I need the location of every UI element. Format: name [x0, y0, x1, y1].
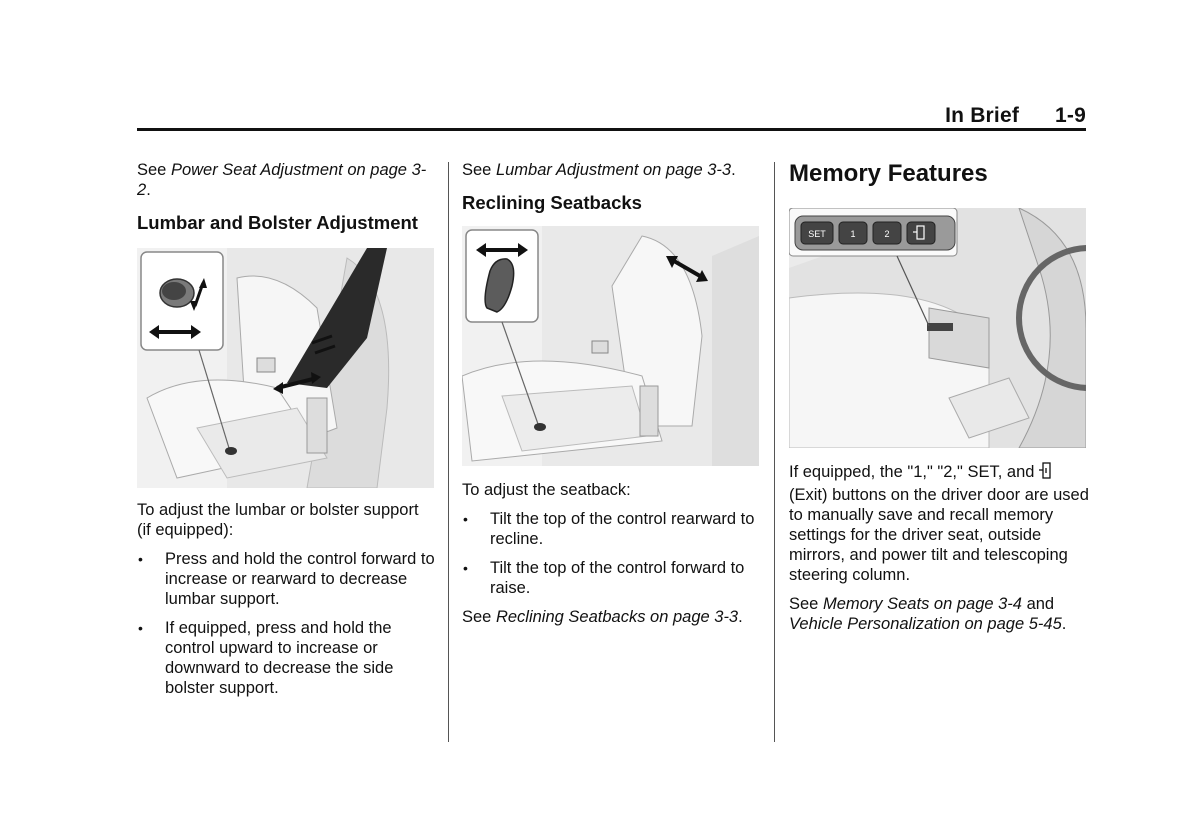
- cross-reference-link[interactable]: Lumbar Adjustment on page 3-3: [495, 161, 732, 179]
- exit-icon: [1039, 462, 1051, 485]
- column-lumbar: See Power Seat Adjustment on page 3-2. L…: [137, 160, 435, 707]
- section-heading: Reclining Seatbacks: [462, 192, 642, 213]
- page-header: In Brief 1-9: [137, 98, 1086, 130]
- bullet-icon: •: [138, 620, 143, 636]
- instruction-intro: To adjust the lumbar or bolster support …: [137, 501, 419, 539]
- cross-reference-link[interactable]: Vehicle Personalization on page 5-45: [789, 615, 1062, 633]
- exit-icon: [913, 225, 925, 240]
- cross-reference-link[interactable]: Memory Seats on page 3-4: [822, 595, 1022, 613]
- page-number: 1-9: [1055, 104, 1086, 127]
- section-heading: Memory Features: [789, 160, 988, 187]
- cross-reference-link[interactable]: Reclining Seatbacks on page 3-3: [495, 608, 739, 626]
- memory-2-button-label: 2: [884, 229, 889, 239]
- column-divider-2: [774, 162, 775, 742]
- column-reclining: See Lumbar Adjustment on page 3-3. Recli…: [462, 160, 762, 636]
- see-reference: See Power Seat Adjustment on page 3-2.: [137, 161, 427, 199]
- section-title: In Brief: [945, 104, 1020, 127]
- memory-1-button-label: 1: [850, 229, 855, 239]
- see-reference: See Reclining Seatbacks on page 3-3.: [462, 608, 743, 626]
- see-reference: See Lumbar Adjustment on page 3-3.: [462, 161, 736, 179]
- list-item: •If equipped, press and hold the control…: [138, 619, 394, 697]
- see-reference: See Memory Seats on page 3-4 and Vehicle…: [789, 595, 1067, 633]
- list-item: •Tilt the top of the control rearward to…: [463, 510, 755, 548]
- lumbar-control-illustration: [137, 248, 434, 488]
- bullet-icon: •: [463, 511, 468, 527]
- list-item: •Press and hold the control forward to i…: [138, 550, 435, 608]
- header-rule: [137, 128, 1086, 131]
- set-button-label: SET: [808, 229, 826, 239]
- column-divider-1: [448, 162, 449, 742]
- instruction-list: •Press and hold the control forward to i…: [137, 549, 435, 698]
- bullet-icon: •: [463, 560, 468, 576]
- instruction-intro: To adjust the seatback:: [462, 481, 631, 499]
- bullet-icon: •: [138, 551, 143, 567]
- memory-buttons-illustration: SET 1 2: [789, 208, 1086, 448]
- memory-description: If equipped, the "1," "2," SET, and (Exi…: [789, 462, 1089, 584]
- instruction-list: •Tilt the top of the control rearward to…: [462, 509, 762, 598]
- section-heading: Lumbar and Bolster Adjustment: [137, 212, 418, 233]
- list-item: •Tilt the top of the control forward to …: [463, 559, 745, 597]
- column-memory: Memory Features SET 1 2 If: [789, 160, 1089, 643]
- recline-control-illustration: [462, 226, 759, 466]
- cross-reference-link[interactable]: Power Seat Adjustment on page 3-2: [137, 161, 427, 199]
